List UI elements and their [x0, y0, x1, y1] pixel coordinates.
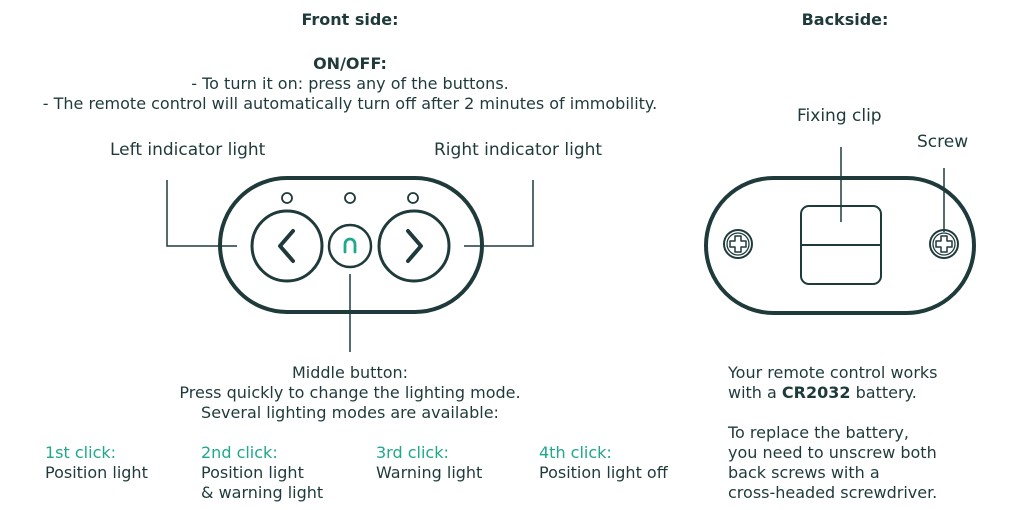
screw-label: Screw	[917, 132, 969, 152]
click-desc: Position light	[45, 463, 148, 482]
click-title: 1st click:	[45, 443, 117, 462]
battery-line-2: with a CR2032 battery.	[728, 383, 938, 403]
click-desc: Warning light	[376, 463, 483, 482]
mode-icon	[343, 237, 357, 254]
middle-button-line-2: Press quickly to change the lighting mod…	[179, 383, 521, 402]
fixing-clip-label: Fixing clip	[797, 106, 882, 126]
battery-line-3: To replace the battery,	[728, 423, 909, 442]
click-title: 3rd click:	[376, 443, 449, 462]
battery-line-5: back screws with a	[728, 463, 880, 482]
click-title: 2nd click:	[201, 443, 278, 462]
onoff-line-1: - To turn it on: press any of the button…	[191, 74, 509, 93]
screw-icon	[929, 229, 959, 259]
right-indicator-label: Right indicator light	[434, 140, 603, 160]
back-leader-lines	[840, 147, 945, 232]
left-indicator-light	[281, 192, 293, 204]
middle-indicator-light	[344, 192, 356, 204]
front-leader-lines	[166, 180, 534, 352]
chevron-left-icon	[278, 229, 295, 263]
middle-button[interactable]	[327, 223, 373, 269]
back-remote	[704, 176, 976, 315]
left-indicator-leader	[166, 180, 237, 247]
right-button[interactable]	[377, 209, 451, 283]
battery-text: with a	[728, 383, 782, 402]
battery-line-1: Your remote control works	[728, 363, 938, 382]
right-indicator-leader	[464, 180, 534, 247]
click-desc: & warning light	[201, 483, 324, 502]
click-title: 4th click:	[539, 443, 612, 462]
battery-model: CR2032	[781, 383, 851, 402]
click-mode-2: 2nd click: Position light & warning ligh…	[201, 443, 323, 503]
front-remote-body	[218, 176, 484, 314]
onoff-line-2: - The remote control will automatically …	[42, 94, 658, 113]
battery-line-6: cross-headed screwdriver.	[728, 483, 938, 502]
right-indicator-light	[407, 192, 419, 204]
middle-button-line-3: Several lighting modes are available:	[201, 403, 499, 422]
chevron-right-icon	[406, 229, 423, 263]
back-remote-body	[704, 176, 976, 315]
back-side-title: Backside:	[801, 10, 889, 29]
click-mode-4: 4th click: Position light off	[539, 443, 668, 483]
battery-text: battery.	[850, 383, 917, 402]
screw-icon	[723, 229, 753, 259]
battery-info: Your remote control works with a CR2032 …	[728, 363, 938, 503]
click-mode-3: 3rd click: Warning light	[376, 443, 482, 483]
battery-line-4: you need to unscrew both	[728, 443, 937, 462]
left-button[interactable]	[250, 209, 324, 283]
click-mode-1: 1st click: Position light	[45, 443, 148, 483]
click-desc: Position light off	[539, 463, 668, 482]
onoff-heading: ON/OFF:	[313, 54, 387, 73]
front-remote	[218, 176, 484, 314]
front-side-title: Front side:	[301, 10, 399, 29]
click-desc: Position light	[201, 463, 304, 482]
left-indicator-label: Left indicator light	[110, 140, 266, 160]
middle-button-line-1: Middle button:	[291, 363, 409, 382]
